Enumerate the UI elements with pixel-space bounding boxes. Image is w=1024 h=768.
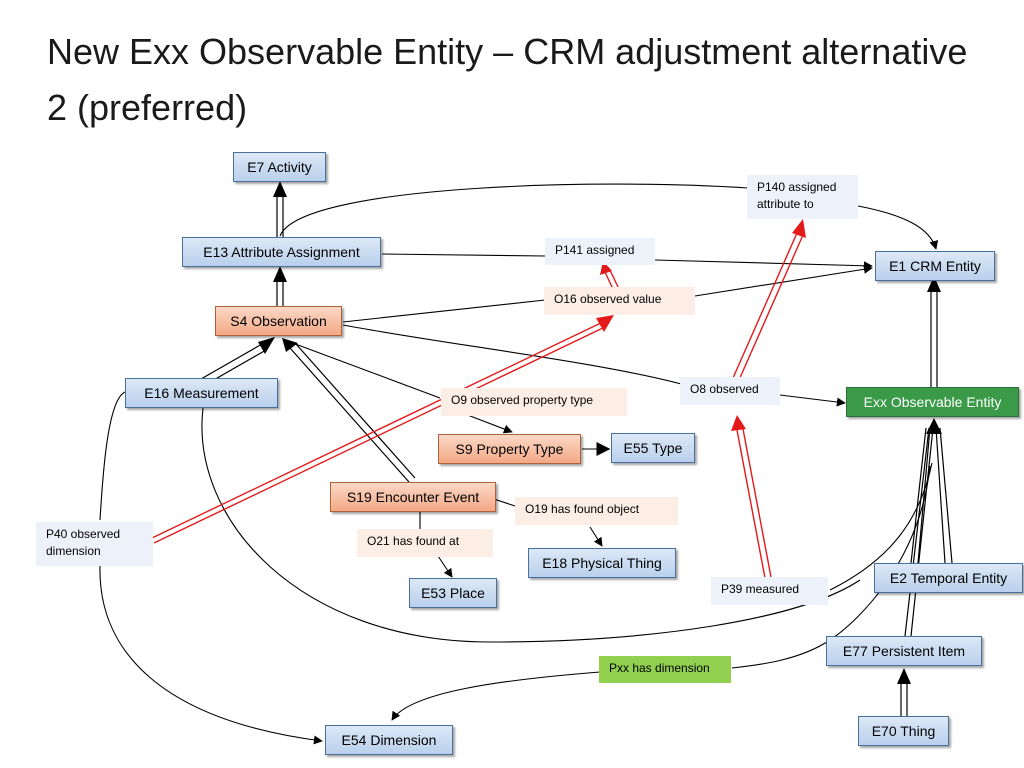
edge-p39-red-mid: [736, 428, 772, 579]
isa-e77-head: [897, 668, 911, 684]
edge-p141b: [654, 259, 873, 271]
isa-e77-exx: [904, 427, 934, 637]
label-o21-has-found-at: O21 has found at: [357, 529, 493, 557]
isa-e70-e77: [900, 683, 908, 716]
node-s9-property-type[interactable]: S9 Property Type: [438, 434, 581, 464]
label-o9-observed-property-type: O9 observed property type: [441, 388, 627, 416]
node-e18-physical-thing[interactable]: E18 Physical Thing: [528, 548, 676, 578]
isa-s4-head-b: [282, 338, 298, 352]
edge-o21b: [437, 555, 453, 578]
node-s19-encounter-event[interactable]: S19 Encounter Event: [330, 482, 496, 512]
node-e13-attribute-assignment[interactable]: E13 Attribute Assignment: [182, 237, 381, 267]
isa-e2-exx-b: [935, 427, 953, 564]
page-title: New Exx Observable Entity – CRM adjustme…: [47, 31, 968, 128]
label-p39-measured: P39 measured: [711, 577, 828, 605]
node-e70-thing[interactable]: E70 Thing: [858, 716, 949, 746]
isa-exx-head: [926, 418, 942, 434]
label-o8-observed: O8 observed: [680, 377, 780, 405]
edge-p39-red-up: [732, 232, 804, 381]
label-pxx-has-dimension: Pxx has dimension: [599, 656, 731, 683]
label-p140-line1: P140 assigned: [757, 180, 837, 194]
isa-e2-exx: [910, 427, 931, 564]
node-s4-observation[interactable]: S4 Observation: [215, 306, 342, 336]
isa-e1-head: [927, 276, 941, 292]
node-e53-place[interactable]: E53 Place: [409, 578, 497, 608]
edge-p140b: [857, 205, 939, 250]
label-p140-assigned-attribute-to: P140 assigned attribute to: [747, 175, 858, 219]
label-o16-observed-value: O16 observed value: [544, 287, 695, 315]
node-e1-crm-entity[interactable]: E1 CRM Entity: [875, 251, 995, 281]
edge-o9b: [464, 413, 513, 434]
label-p40-line2: dimension: [46, 544, 101, 558]
red-head-p140: [792, 219, 806, 238]
label-p140-line2: attribute to: [757, 197, 814, 211]
isa-s4-head-a: [258, 337, 275, 354]
edge-o9: [289, 341, 441, 399]
isa-s19-s4: [289, 343, 416, 483]
red-head-o16: [596, 315, 614, 332]
node-exx-observable-entity[interactable]: Exx Observable Entity: [846, 387, 1019, 417]
label-o19-has-found-object: O19 has found object: [515, 497, 678, 525]
edge-p140: [279, 183, 749, 237]
edge-o8: [342, 324, 686, 386]
edge-o16b: [694, 264, 873, 297]
node-e54-dimension[interactable]: E54 Dimension: [325, 725, 453, 755]
edge-p40b: [99, 565, 323, 745]
edge-pxx: [731, 465, 931, 669]
edge-pxxb: [391, 671, 601, 721]
isa-exx-e1: [930, 290, 938, 387]
edge-p40: [99, 391, 126, 521]
edge-o19b: [589, 526, 603, 547]
isa-s4-e13: [276, 279, 284, 306]
edge-o8b: [779, 394, 846, 407]
isa-e13-head: [273, 266, 287, 282]
isa-e13-e7: [276, 194, 284, 237]
red-head-o8: [731, 415, 746, 431]
node-e7-activity[interactable]: E7 Activity: [233, 152, 326, 182]
edge-o16: [342, 299, 546, 323]
node-e77-persistent-item[interactable]: E77 Persistent Item: [826, 636, 982, 666]
edge-p141: [381, 253, 546, 257]
edge-p40-red: [151, 320, 608, 544]
label-p40-observed-dimension: P40 observed dimension: [36, 522, 153, 566]
node-e16-measurement[interactable]: E16 Measurement: [125, 378, 278, 408]
label-p40-line1: P40 observed: [46, 527, 121, 541]
node-e2-temporal-entity[interactable]: E2 Temporal Entity: [874, 563, 1023, 593]
isa-e7-head: [273, 181, 287, 197]
node-e55-type[interactable]: E55 Type: [611, 433, 695, 463]
label-p141-assigned: P141 assigned: [545, 238, 655, 265]
